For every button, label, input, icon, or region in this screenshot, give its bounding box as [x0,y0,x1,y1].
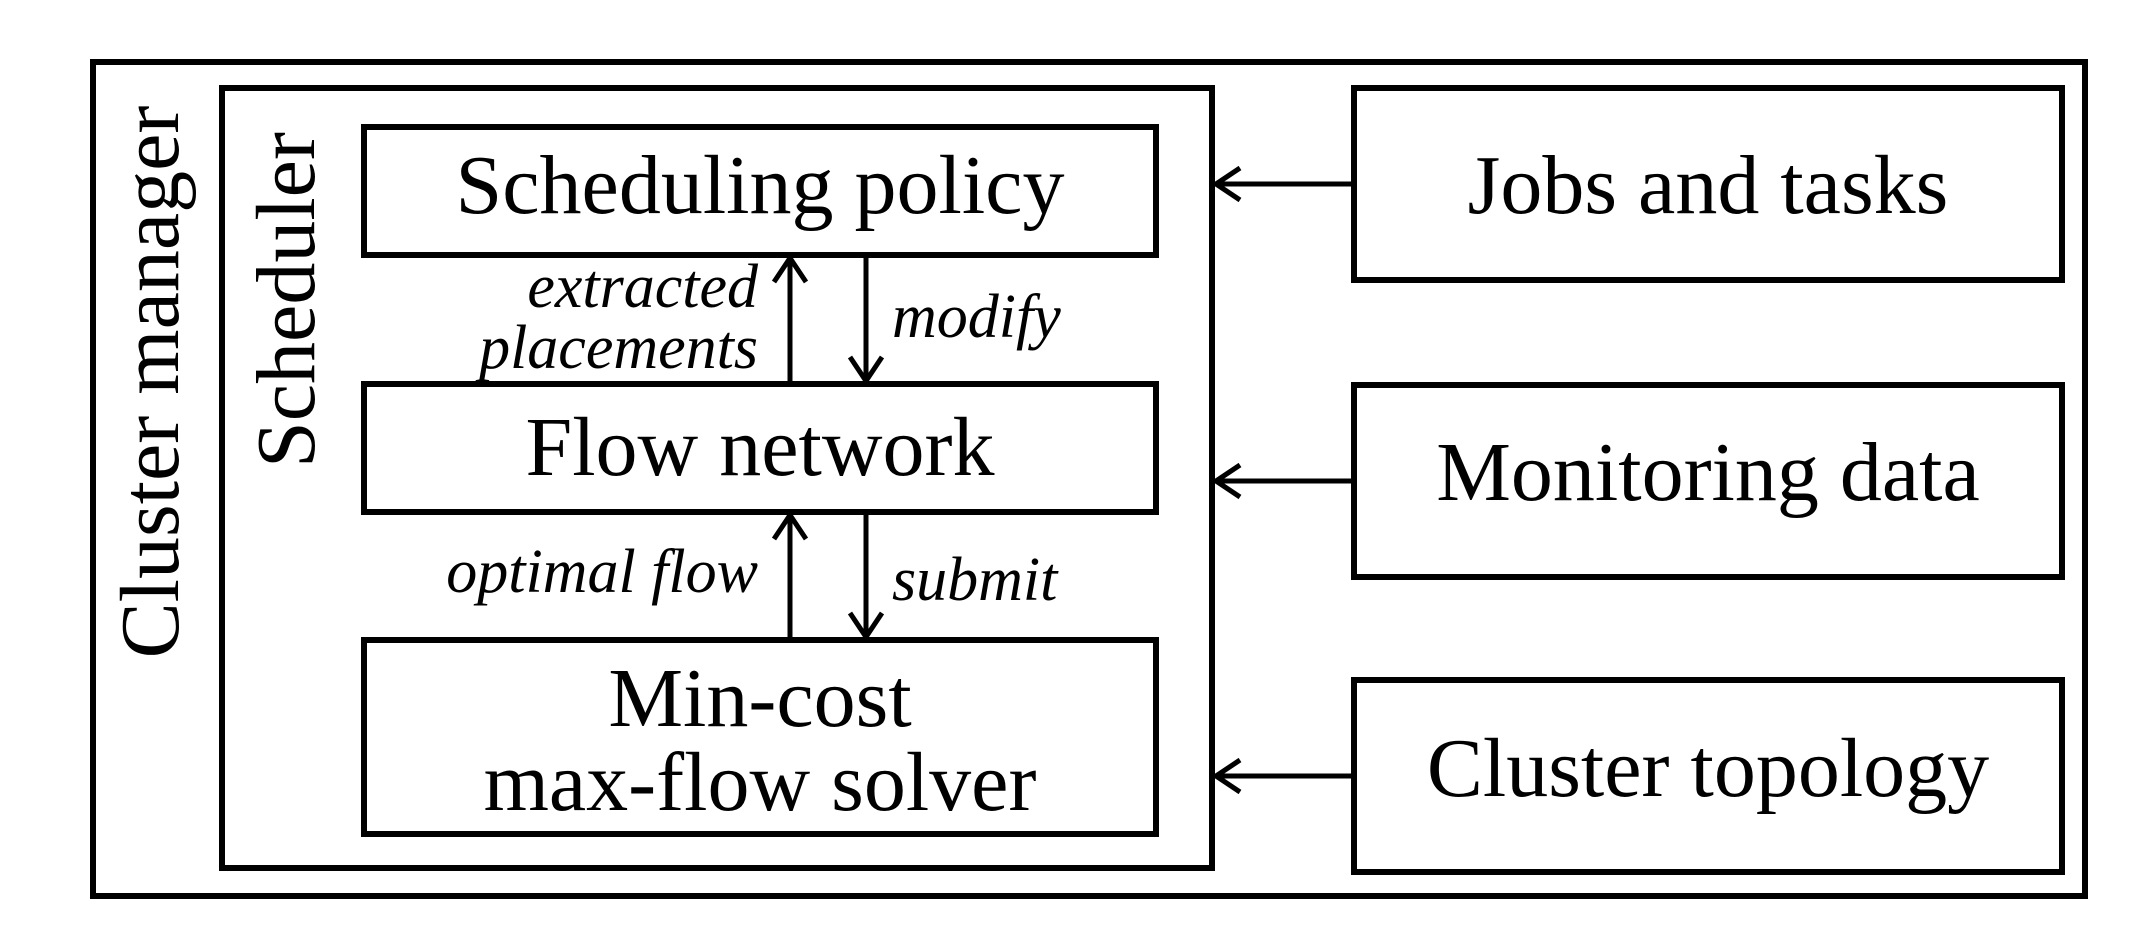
jobs-and-tasks-box [1351,85,2065,283]
cluster-manager-label: Cluster manager [104,106,197,659]
optimal-flow-arrowhead [771,510,809,541]
jobs-and-tasks-label: Jobs and tasks [1468,139,1949,232]
solver-label-line1: Min-cost [608,652,911,745]
modify-arrowhead [847,355,885,386]
monitoring-data-label: Monitoring data [1436,426,1980,519]
submit-arrowhead [847,611,885,642]
topology-to-scheduler-arrowhead [1211,757,1242,795]
scheduling-policy-label: Scheduling policy [456,139,1065,232]
optimal-flow-label: optimal flow [446,538,758,606]
flow-network-label: Flow network [526,401,995,494]
extracted-label: extracted [527,253,759,321]
scheduler-label: Scheduler [240,132,333,468]
extracted-placements-arrowhead [771,253,809,284]
solver-box [361,637,1159,837]
cluster-topology-box [1351,677,2065,875]
placements-label: placements [475,314,758,382]
submit-label: submit [892,546,1059,614]
flow-network-box [361,381,1159,515]
modify-label: modify [892,283,1061,351]
monitoring-to-scheduler-arrowhead [1211,462,1242,500]
solver-label-line2: max-flow solver [484,736,1037,829]
jobs-to-scheduler-arrowhead [1211,165,1242,203]
monitoring-data-box [1351,382,2065,580]
cluster-topology-label: Cluster topology [1427,722,1989,815]
scheduling-policy-box [361,124,1159,258]
